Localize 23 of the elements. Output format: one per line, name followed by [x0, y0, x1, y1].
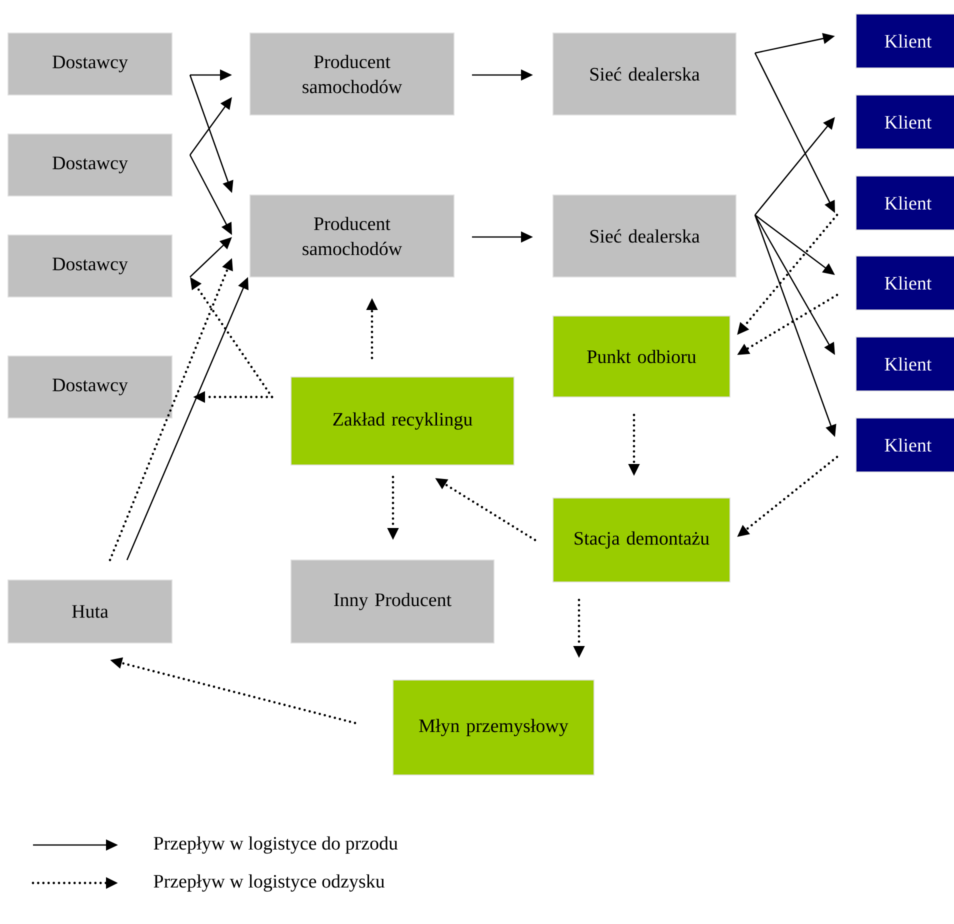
process-box: Producent samochodów [250, 32, 454, 116]
process-box: Dostawcy [8, 32, 172, 96]
process-box: Sieć dealerska [552, 32, 736, 116]
process-box: Producent samochodów [250, 194, 454, 278]
process-box: Klient [856, 256, 954, 310]
process-box: Klient [856, 176, 954, 230]
process-box: Dostawcy [8, 356, 172, 418]
process-box: Młyn przemysłowy [392, 680, 594, 776]
arrow [190, 237, 232, 278]
process-box: Punkt odbioru [552, 316, 730, 398]
process-box: Klient [856, 418, 954, 472]
process-box: Inny Producent [290, 560, 494, 644]
process-box: Huta [8, 580, 172, 644]
process-box: Dostawcy [8, 234, 172, 298]
legend-text: Przepływ w logistyce odzysku [154, 874, 385, 892]
process-box: Sieć dealerska [552, 194, 736, 278]
process-box: Klient [856, 94, 954, 150]
legend-text: Przepływ w logistyce do przodu [154, 836, 398, 854]
process-box: Klient [856, 336, 954, 392]
process-box: Dostawcy [8, 134, 172, 196]
process-box: Klient [856, 14, 954, 68]
process-box: Zakład recyklingu [290, 376, 514, 466]
process-box: Stacja demontażu [552, 498, 730, 582]
